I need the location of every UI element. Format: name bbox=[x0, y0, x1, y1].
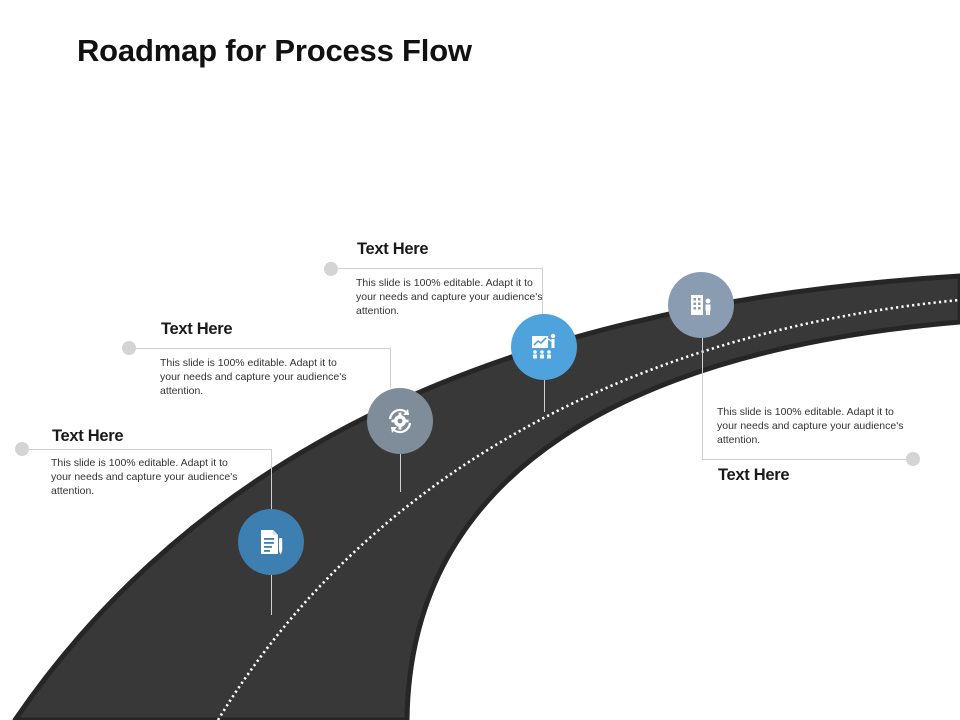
connector-line bbox=[390, 348, 391, 388]
step-1-node bbox=[238, 509, 304, 575]
connector-line bbox=[702, 459, 907, 460]
step-2-label: Text Here bbox=[161, 320, 233, 338]
building-person-icon bbox=[691, 295, 711, 315]
step-1-description: This slide is 100% editable. Adapt it to… bbox=[51, 457, 238, 497]
road-surface bbox=[12, 273, 960, 720]
presentation-audience-icon bbox=[532, 333, 556, 359]
step-3-node bbox=[511, 314, 577, 380]
connector-line bbox=[702, 338, 703, 459]
document-pen-icon bbox=[261, 530, 283, 555]
connector-line bbox=[29, 449, 271, 450]
step-3-label: Text Here bbox=[357, 240, 429, 258]
step-4-label: Text Here bbox=[718, 466, 790, 484]
step-4-node bbox=[668, 272, 734, 338]
gear-cycle-icon bbox=[388, 408, 412, 434]
connector-dot bbox=[15, 442, 29, 456]
connector-dot bbox=[906, 452, 920, 466]
connector-line bbox=[544, 380, 545, 412]
step-2-node bbox=[367, 388, 433, 454]
connector-dot bbox=[122, 341, 136, 355]
connector-line bbox=[400, 454, 401, 492]
connector-line bbox=[542, 268, 543, 314]
connector-line bbox=[271, 449, 272, 509]
connector-line bbox=[338, 268, 542, 269]
connector-line bbox=[271, 575, 272, 615]
road-center-line bbox=[216, 298, 960, 720]
step-4-description: This slide is 100% editable. Adapt it to… bbox=[717, 406, 904, 446]
connector-dot bbox=[324, 262, 338, 276]
slide-title: Roadmap for Process Flow bbox=[77, 33, 472, 68]
step-1-label: Text Here bbox=[52, 427, 124, 445]
step-3-description: This slide is 100% editable. Adapt it to… bbox=[356, 277, 543, 317]
step-2-description: This slide is 100% editable. Adapt it to… bbox=[160, 357, 347, 397]
connector-line bbox=[136, 348, 390, 349]
